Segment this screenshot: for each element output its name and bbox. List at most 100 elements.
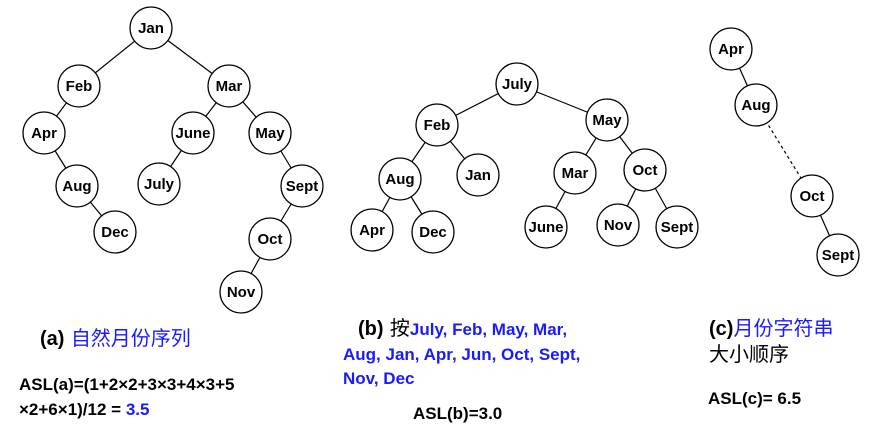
tree-b-node-may: May bbox=[585, 98, 629, 142]
node-label: Apr bbox=[31, 125, 57, 142]
node-circle bbox=[734, 83, 778, 127]
tree-b-node-jan: Jan bbox=[456, 153, 500, 197]
tree-b-node-nov: Nov bbox=[596, 203, 640, 247]
node-circle bbox=[280, 164, 324, 208]
node-circle bbox=[411, 210, 455, 254]
tree-b-node-mar: Mar bbox=[553, 151, 597, 195]
caption-c-text2: 大小顺序 bbox=[709, 342, 789, 366]
node-circle bbox=[553, 151, 597, 195]
tree-b-node-june: June bbox=[524, 205, 568, 249]
node-circle bbox=[495, 62, 539, 106]
tree-a-node-dec: Dec bbox=[93, 210, 137, 254]
caption-c-tag: (c) bbox=[709, 318, 734, 340]
node-label: Dec bbox=[419, 224, 447, 241]
node-circle bbox=[57, 64, 101, 108]
node-circle bbox=[623, 148, 667, 192]
tree-a-node-july: July bbox=[137, 162, 181, 206]
node-label: Oct bbox=[257, 231, 282, 248]
tree-b-node-feb: Feb bbox=[415, 103, 459, 147]
asl-a-value: 3.5 bbox=[125, 400, 150, 419]
node-label: May bbox=[592, 112, 622, 129]
asl-b: ASL(b)=3.0 bbox=[413, 404, 503, 423]
tree-c-node-sept: Sept bbox=[816, 233, 860, 277]
tree-a-node-nov: Nov bbox=[219, 270, 263, 314]
node-label: Nov bbox=[604, 217, 633, 234]
tree-b-node-apr: Apr bbox=[350, 208, 394, 252]
node-label: Aug bbox=[385, 171, 414, 188]
asl-a-formula: ×2+6×1)/12 = bbox=[19, 400, 126, 419]
tree-b-node-sept: Sept bbox=[655, 205, 699, 249]
tree-c-node-oct: Oct bbox=[790, 174, 834, 218]
node-circle bbox=[129, 6, 173, 50]
caption-b-seq1: July, Feb, May, Mar, bbox=[409, 320, 568, 339]
caption-c-line1: (c)月份字符串 bbox=[709, 316, 833, 341]
node-circle bbox=[524, 205, 568, 249]
node-circle bbox=[248, 111, 292, 155]
node-circle bbox=[219, 270, 263, 314]
node-circle bbox=[93, 210, 137, 254]
node-label: Oct bbox=[632, 162, 657, 179]
caption-b-line1: (b) 按July, Feb, May, Mar, bbox=[358, 316, 567, 341]
node-circle bbox=[207, 64, 251, 108]
tree-b-node-aug: Aug bbox=[378, 157, 422, 201]
tree-c-node-aug: Aug bbox=[734, 83, 778, 127]
tree-a-node-sept: Sept bbox=[280, 164, 324, 208]
tree-a-node-aug: Aug bbox=[55, 164, 99, 208]
node-label: Feb bbox=[66, 78, 93, 95]
node-circle bbox=[816, 233, 860, 277]
edges-layer bbox=[43, 27, 839, 293]
node-circle bbox=[596, 203, 640, 247]
node-circle bbox=[790, 174, 834, 218]
node-circle bbox=[137, 162, 181, 206]
node-circle bbox=[55, 164, 99, 208]
node-circle bbox=[350, 208, 394, 252]
node-label: Nov bbox=[227, 284, 256, 301]
node-label: Aug bbox=[62, 178, 91, 195]
node-label: July bbox=[502, 76, 533, 93]
asl-c: ASL(c)= 6.5 bbox=[708, 389, 802, 408]
caption-a: (a) 自然月份序列 bbox=[40, 326, 191, 351]
tree-c-node-apr: Apr bbox=[709, 27, 753, 71]
tree-a-node-june: June bbox=[171, 111, 215, 155]
caption-c-text1: 月份字符串 bbox=[733, 316, 834, 340]
caption-b-tag: (b) bbox=[358, 318, 384, 340]
node-label: Apr bbox=[718, 41, 744, 58]
tree-a-node-jan: Jan bbox=[129, 6, 173, 50]
node-circle bbox=[709, 27, 753, 71]
caption-b-seq3: Nov, Dec bbox=[343, 369, 415, 388]
node-label: Oct bbox=[799, 188, 824, 205]
node-label: May bbox=[255, 125, 285, 142]
node-label: Jan bbox=[465, 167, 491, 184]
node-circle bbox=[248, 217, 292, 261]
node-label: Aug bbox=[741, 97, 770, 114]
tree-b-node-dec: Dec bbox=[411, 210, 455, 254]
caption-b-seq2: Aug, Jan, Apr, Jun, Oct, Sept, bbox=[343, 345, 581, 364]
node-label: June bbox=[528, 219, 563, 236]
node-label: Mar bbox=[562, 165, 589, 182]
node-circle bbox=[655, 205, 699, 249]
tree-a-node-mar: Mar bbox=[207, 64, 251, 108]
node-label: Sept bbox=[286, 178, 319, 195]
tree-b-node-july: July bbox=[495, 62, 539, 106]
caption-b-prefix: 按 bbox=[389, 316, 410, 340]
node-label: Feb bbox=[424, 117, 451, 134]
node-label: Sept bbox=[661, 219, 694, 236]
node-circle bbox=[378, 157, 422, 201]
node-label: Mar bbox=[216, 78, 243, 95]
tree-a-node-may: May bbox=[248, 111, 292, 155]
node-circle bbox=[22, 111, 66, 155]
node-label: Dec bbox=[101, 224, 129, 241]
node-label: July bbox=[144, 176, 175, 193]
node-label: June bbox=[175, 125, 210, 142]
node-circle bbox=[456, 153, 500, 197]
node-circle bbox=[585, 98, 629, 142]
node-label: Sept bbox=[822, 247, 855, 264]
asl-a-line1: ASL(a)=(1+2×2+3×3+4×3+5 bbox=[19, 375, 235, 394]
tree-a-node-oct: Oct bbox=[248, 217, 292, 261]
node-label: Apr bbox=[359, 222, 385, 239]
tree-b-node-oct: Oct bbox=[623, 148, 667, 192]
tree-a-node-feb: Feb bbox=[57, 64, 101, 108]
node-circle bbox=[415, 103, 459, 147]
node-circle bbox=[171, 111, 215, 155]
